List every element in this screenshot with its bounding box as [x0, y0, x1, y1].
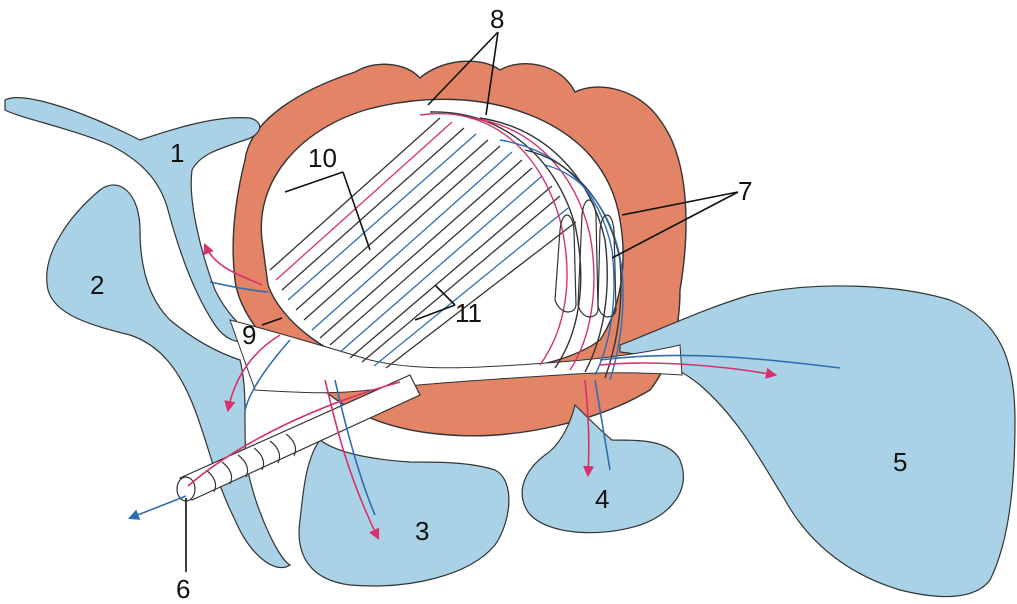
label-1: 1 [170, 140, 184, 166]
label-2: 2 [90, 272, 104, 298]
label-6: 6 [176, 576, 190, 602]
label-4: 4 [595, 486, 609, 512]
pool-5 [620, 286, 1015, 597]
label-9: 9 [242, 322, 256, 348]
catheter-tip [177, 477, 195, 501]
label-3: 3 [415, 518, 429, 544]
central-chamber [261, 99, 623, 373]
flow-out-catheter-blue [130, 496, 186, 518]
label-8: 8 [490, 6, 504, 32]
label-10: 10 [308, 145, 337, 171]
label-7: 7 [738, 178, 752, 204]
label-11: 11 [455, 300, 482, 326]
label-5: 5 [893, 449, 907, 475]
pool-3 [299, 440, 509, 586]
